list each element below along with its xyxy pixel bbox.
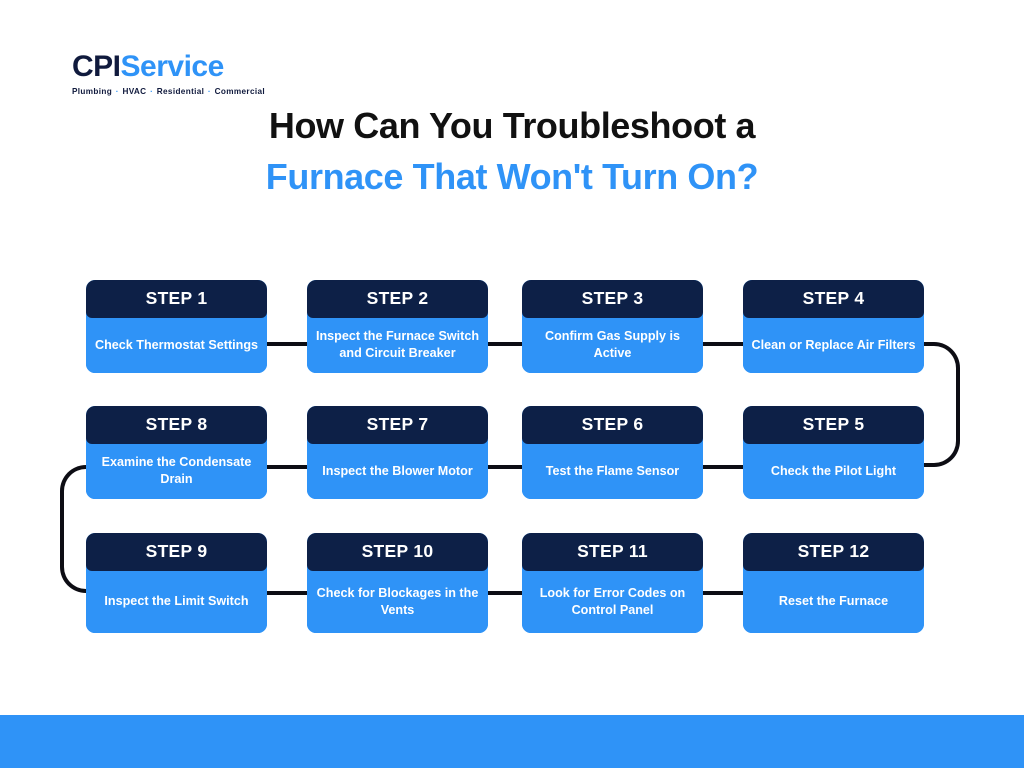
step-card-1-label: STEP 1 (86, 280, 267, 318)
step-card-1[interactable]: STEP 1 Check Thermostat Settings (86, 280, 267, 373)
logo-tagline: Plumbing · HVAC · Residential · Commerci… (72, 87, 332, 96)
connector-step4-step5-uturn (906, 342, 960, 467)
step-card-7-text: Inspect the Blower Motor (307, 444, 488, 499)
connector-step1-step2 (263, 342, 311, 346)
step-card-2-text: Inspect the Furnace Switch and Circuit B… (307, 318, 488, 373)
step-card-2[interactable]: STEP 2 Inspect the Furnace Switch and Ci… (307, 280, 488, 373)
tagline-item-residential: Residential (156, 87, 205, 96)
page-title-line-2: Furnace That Won't Turn On? (265, 156, 759, 198)
tagline-separator-icon: · (150, 87, 154, 96)
logo-text-service: Service (120, 50, 225, 83)
step-card-3[interactable]: STEP 3 Confirm Gas Supply is Active (522, 280, 703, 373)
connector-step3-step4 (699, 342, 747, 346)
step-card-6-text: Test the Flame Sensor (522, 444, 703, 499)
step-card-9-label: STEP 9 (86, 533, 267, 571)
step-card-12-label: STEP 12 (743, 533, 924, 571)
step-card-10-text: Check for Blockages in the Vents (307, 571, 488, 633)
step-card-10[interactable]: STEP 10 Check for Blockages in the Vents (307, 533, 488, 633)
step-card-11-label: STEP 11 (522, 533, 703, 571)
step-card-12-text: Reset the Furnace (743, 571, 924, 633)
step-card-7[interactable]: STEP 7 Inspect the Blower Motor (307, 406, 488, 499)
step-card-3-text: Confirm Gas Supply is Active (522, 318, 703, 373)
tagline-separator-icon: · (115, 87, 119, 96)
step-card-5-label: STEP 5 (743, 406, 924, 444)
footer-accent-bar (0, 715, 1024, 768)
step-card-6-label: STEP 6 (522, 406, 703, 444)
tagline-item-hvac: HVAC (122, 87, 147, 96)
flow-diagram: STEP 1 Check Thermostat Settings STEP 2 … (60, 280, 960, 633)
step-card-4-text: Clean or Replace Air Filters (743, 318, 924, 373)
step-card-8-text: Examine the Condensate Drain (86, 444, 267, 499)
step-card-5[interactable]: STEP 5 Check the Pilot Light (743, 406, 924, 499)
step-card-11[interactable]: STEP 11 Look for Error Codes on Control … (522, 533, 703, 633)
step-card-12[interactable]: STEP 12 Reset the Furnace (743, 533, 924, 633)
connector-step11-step12 (699, 591, 747, 595)
brand-logo: CPIService Plumbing · HVAC · Residential… (72, 52, 332, 97)
step-card-2-label: STEP 2 (307, 280, 488, 318)
step-card-6[interactable]: STEP 6 Test the Flame Sensor (522, 406, 703, 499)
connector-step5-step6 (699, 465, 747, 469)
logo-wordmark: CPIService (72, 52, 332, 82)
tagline-item-commercial: Commercial (214, 87, 265, 96)
logo-text-cpi: CPI (72, 50, 121, 83)
connector-step9-step10 (263, 591, 311, 595)
step-card-3-label: STEP 3 (522, 280, 703, 318)
tagline-separator-icon: · (207, 87, 211, 96)
step-card-10-label: STEP 10 (307, 533, 488, 571)
step-card-9[interactable]: STEP 9 Inspect the Limit Switch (86, 533, 267, 633)
step-card-1-text: Check Thermostat Settings (86, 318, 267, 373)
step-card-8-label: STEP 8 (86, 406, 267, 444)
connector-step2-step3 (484, 342, 526, 346)
connector-step10-step11 (484, 591, 526, 595)
step-card-8[interactable]: STEP 8 Examine the Condensate Drain (86, 406, 267, 499)
page-title-line-1: How Can You Troubleshoot a (268, 105, 756, 146)
step-card-5-text: Check the Pilot Light (743, 444, 924, 499)
step-card-11-text: Look for Error Codes on Control Panel (522, 571, 703, 633)
step-card-9-text: Inspect the Limit Switch (86, 571, 267, 633)
connector-step7-step8 (263, 465, 311, 469)
connector-step6-step7 (484, 465, 526, 469)
step-card-7-label: STEP 7 (307, 406, 488, 444)
step-card-4-label: STEP 4 (743, 280, 924, 318)
step-card-4[interactable]: STEP 4 Clean or Replace Air Filters (743, 280, 924, 373)
tagline-item-plumbing: Plumbing (72, 87, 113, 96)
page-title: How Can You Troubleshoot a Furnace That … (0, 100, 1024, 202)
